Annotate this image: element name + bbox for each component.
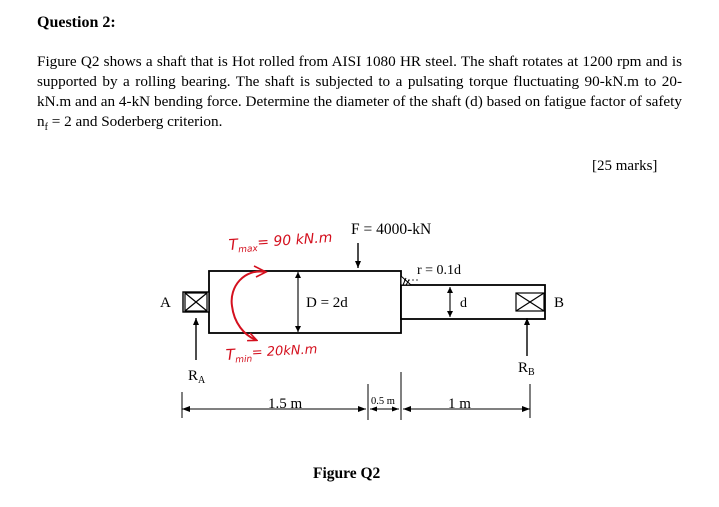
force-label: F = 4000-kN — [351, 221, 431, 238]
reaction-a-sub: A — [198, 375, 206, 386]
big-diameter-arrow-top — [295, 272, 301, 278]
bearing-a — [184, 292, 208, 312]
dim-left-arrow-end — [358, 406, 366, 412]
left-support-label: A — [160, 295, 171, 311]
tmin-label: Tmin= 20kN.m — [225, 341, 318, 366]
dim-right-arrow-end — [522, 406, 530, 412]
fillet-label: r = 0.1d — [417, 263, 461, 278]
reaction-b-main: R — [518, 360, 528, 376]
tmax-label: Tmax= 90 kN.m — [228, 229, 333, 256]
tmin-main: T — [225, 345, 237, 364]
torque-loop — [230, 270, 267, 340]
tmax-main: T — [228, 235, 240, 254]
dim-middle-label: 0.5 m — [371, 396, 395, 407]
tmax-value: = 90 kN.m — [257, 230, 333, 251]
small-diameter-arrow-bottom — [447, 311, 453, 317]
dim-middle-arrow-end — [392, 406, 399, 412]
dimension-extension-lines — [181, 372, 531, 420]
dim-right-label: 1 m — [448, 396, 471, 412]
dim-right-arrow-start — [403, 406, 411, 412]
small-diameter-arrow-top — [447, 287, 453, 293]
dim-left-arrow-start — [182, 406, 190, 412]
figure-caption: Figure Q2 — [313, 465, 381, 482]
dim-middle-arrow-start — [370, 406, 377, 412]
shaft-small-section — [400, 284, 546, 320]
big-diameter-arrow-bottom — [295, 326, 301, 332]
reaction-a-label: RA — [188, 368, 206, 386]
fillet-hatch — [400, 274, 413, 286]
reaction-a-main: R — [188, 368, 198, 384]
reaction-b-label: RB — [518, 360, 535, 378]
bearing-b — [515, 292, 545, 312]
question-text: Figure Q2 shows a shaft that is Hot roll… — [37, 53, 682, 130]
dim-left-label: 1.5 m — [268, 396, 303, 412]
nf-subscript: f — [44, 122, 48, 134]
tmin-sub: min — [235, 355, 253, 366]
right-support-label: B — [554, 295, 564, 311]
question-text-end: = 2 and Soderberg criterion. — [47, 113, 223, 130]
torque-arrow-top — [253, 265, 268, 278]
question-heading: Question 2: — [37, 14, 116, 31]
small-diameter-label: d — [460, 296, 467, 311]
tmin-value: = 20kN.m — [251, 342, 317, 360]
tmax-sub: max — [238, 244, 259, 255]
big-diameter-label: D = 2d — [306, 295, 348, 311]
reaction-b-sub: B — [528, 367, 535, 378]
marks-label: [25 marks] — [592, 158, 658, 174]
question-body: Figure Q2 shows a shaft that is Hot roll… — [37, 52, 682, 138]
